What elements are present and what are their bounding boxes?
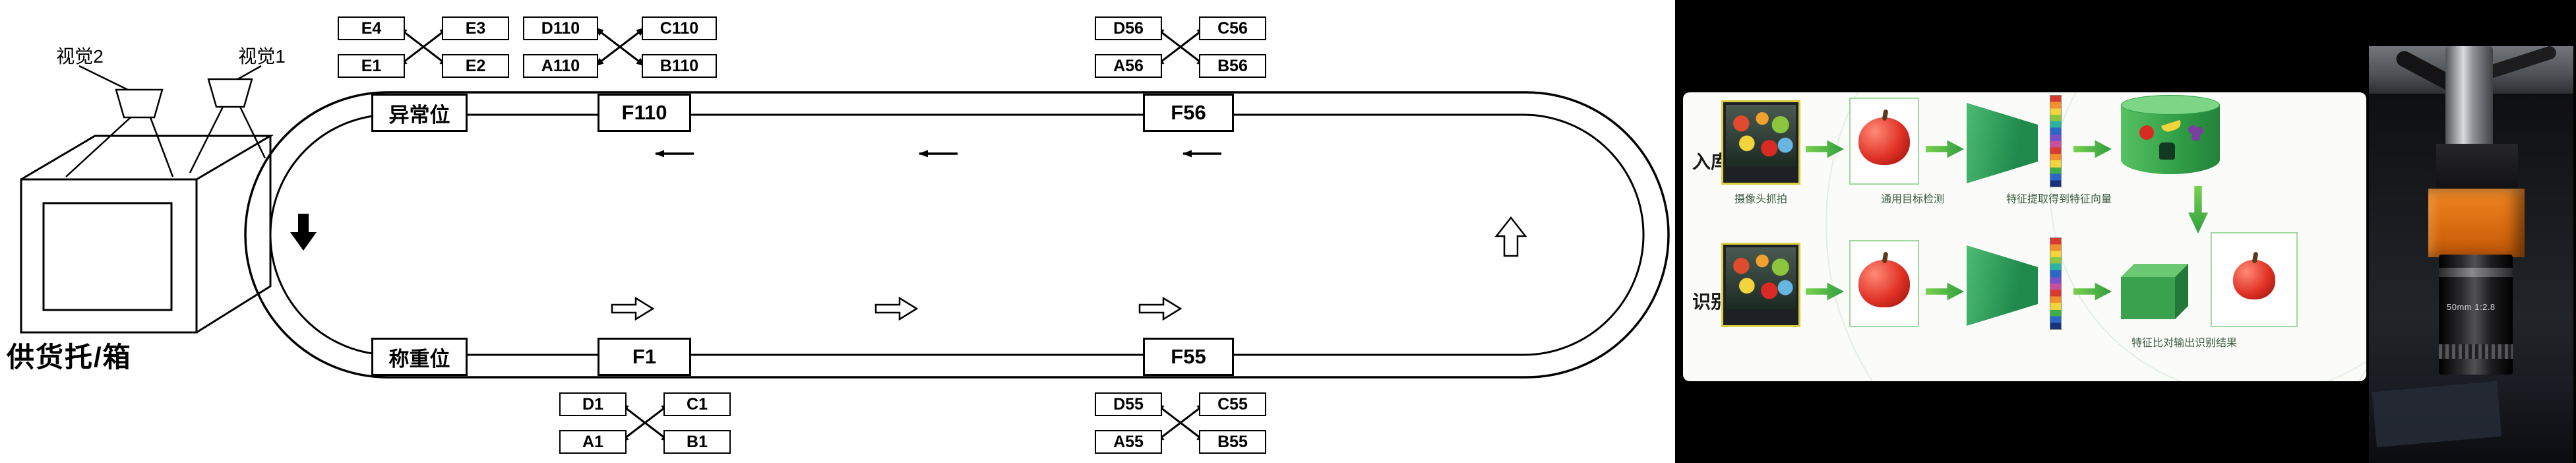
caption-feature: 特征提取得到特征向量 bbox=[2006, 194, 2112, 205]
cell-a110: A110 bbox=[523, 54, 598, 78]
flow-arrows-bottom-right-icons bbox=[611, 296, 1182, 321]
cell-c55: C55 bbox=[1199, 392, 1266, 416]
vision-2-label: 视觉2 bbox=[56, 46, 104, 67]
wave-decoration bbox=[1825, 92, 2366, 381]
diagram-linework bbox=[20, 26, 1670, 443]
fruit-shelf-image bbox=[1726, 247, 1796, 309]
cell-b56: B56 bbox=[1199, 54, 1266, 78]
apple-icon bbox=[1858, 260, 1910, 307]
track-lines bbox=[244, 91, 1670, 379]
cell-b1: B1 bbox=[663, 430, 731, 454]
caption-camera: 摄像头抓拍 bbox=[1734, 194, 1787, 205]
down-arrow-icon bbox=[290, 214, 317, 251]
recognition-result-box bbox=[2211, 232, 2298, 327]
camera-body bbox=[2436, 144, 2518, 191]
recognition-pipeline-panel: 入库 摄像头抓拍 通用目标检测 特征提取得到特征向量 识别 bbox=[1683, 92, 2366, 381]
lens-ring bbox=[2439, 268, 2513, 277]
cylinder-body bbox=[2121, 104, 2220, 174]
cell-d55: D55 bbox=[1095, 392, 1162, 416]
vision-1-label: 视觉1 bbox=[238, 46, 286, 67]
cell-b110: B110 bbox=[642, 54, 717, 78]
cell-d110: D110 bbox=[523, 16, 598, 40]
cell-e3: E3 bbox=[442, 16, 509, 40]
transfer-cross-icons bbox=[398, 26, 1206, 443]
feature-vector-strip-1 bbox=[2050, 95, 2062, 187]
grape-mini-icon bbox=[2188, 125, 2197, 134]
vision-camera-icons bbox=[65, 65, 266, 177]
hand-mini-icon bbox=[2159, 142, 2175, 160]
station-weigh: 称重位 bbox=[371, 338, 468, 376]
station-f1: F1 bbox=[598, 338, 691, 376]
lens-focus-ring bbox=[2439, 344, 2513, 359]
cell-a55: A55 bbox=[1095, 430, 1162, 454]
cell-b55: B55 bbox=[1199, 430, 1266, 454]
supply-box-wireframe bbox=[20, 135, 274, 334]
caption-detect: 通用目标检测 bbox=[1880, 194, 1944, 205]
cylinder-top bbox=[2121, 95, 2220, 115]
station-f55: F55 bbox=[1143, 338, 1234, 376]
camera-snapshot-image-1 bbox=[1721, 100, 1800, 185]
industrial-camera-photo: 50mm 1:2.8 bbox=[2369, 46, 2573, 463]
station-f56: F56 bbox=[1143, 94, 1234, 132]
supply-pallet-label: 供货托/箱 bbox=[7, 342, 132, 373]
station-f110: F110 bbox=[598, 94, 691, 132]
cell-d1: D1 bbox=[559, 392, 627, 416]
cell-e2: E2 bbox=[442, 54, 509, 78]
feature-database-icon bbox=[2121, 95, 2220, 182]
cell-d56: D56 bbox=[1095, 16, 1162, 40]
cell-c56: C56 bbox=[1199, 16, 1266, 40]
apple-mini-icon bbox=[2139, 125, 2154, 140]
up-arrow-icon bbox=[1494, 216, 1527, 257]
station-abnormal: 异常位 bbox=[371, 94, 468, 132]
camera-mount-cylinder bbox=[2445, 46, 2493, 150]
apple-icon bbox=[2233, 260, 2275, 299]
cell-e4: E4 bbox=[338, 16, 405, 40]
cell-a56: A56 bbox=[1095, 54, 1162, 78]
cell-a1: A1 bbox=[559, 430, 627, 454]
lens-label: 50mm 1:2.8 bbox=[2447, 302, 2496, 312]
detected-object-box-1 bbox=[1849, 98, 1919, 185]
conveyor-loop-diagram: 视觉2 视觉1 供货托/箱 异常位 F110 F56 称重位 F1 F55 E4… bbox=[7, 16, 1670, 454]
feature-vector-strip-2 bbox=[2050, 237, 2062, 330]
cell-c110: C110 bbox=[642, 16, 717, 40]
camera-snapshot-image-2 bbox=[1721, 243, 1800, 327]
orange-camera-module bbox=[2428, 189, 2525, 257]
detected-object-box-2 bbox=[1849, 240, 1919, 327]
cell-c1: C1 bbox=[663, 392, 731, 416]
cell-e1: E1 bbox=[338, 54, 405, 78]
caption-match: 特征比对输出识别结果 bbox=[2131, 338, 2237, 349]
matcher-box-icon bbox=[2121, 264, 2188, 319]
fruit-shelf-image bbox=[1726, 105, 1796, 167]
apple-icon bbox=[1858, 117, 1910, 165]
machinery-block bbox=[2372, 381, 2502, 448]
